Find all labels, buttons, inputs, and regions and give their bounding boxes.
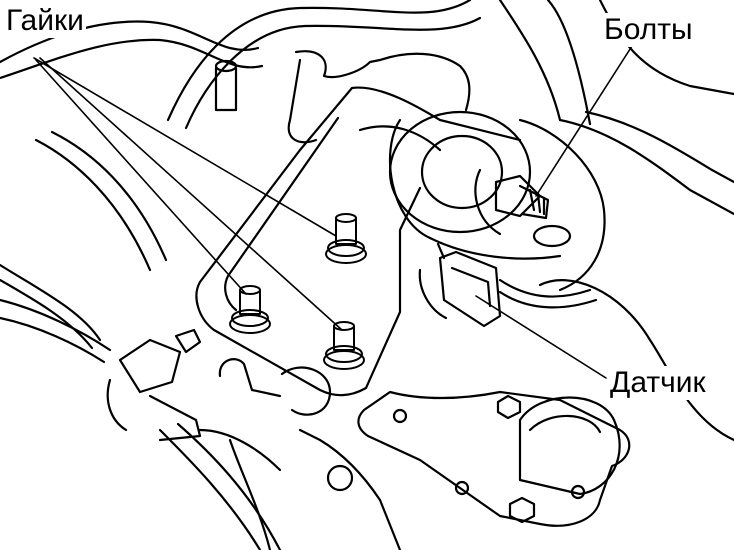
bushing: [388, 110, 606, 292]
cable-clamp: [0, 298, 282, 550]
bolt-assembly: [474, 168, 572, 248]
leader-nuts-top: [33, 57, 337, 237]
lower-casting: [218, 358, 402, 550]
stud-nut-top: [325, 213, 367, 264]
leader-nuts-left: [35, 59, 247, 295]
leader-nuts-bottom: [39, 57, 343, 331]
sensor-connector: [418, 242, 598, 328]
leader-lines: [33, 45, 633, 379]
rubber-mount: [518, 396, 621, 496]
nuts-label: Гайки: [4, 4, 86, 38]
stud-nuts: [229, 213, 367, 370]
leader-bolts: [535, 45, 633, 197]
leader-sensor: [475, 295, 607, 379]
locating-pin: [214, 59, 238, 112]
mount-bracket: [195, 50, 522, 397]
sensor-label: Датчик: [608, 366, 708, 400]
bolts-label: Болты: [602, 13, 695, 47]
stud-nut-left: [229, 285, 271, 334]
stud-nut-bottom: [323, 321, 365, 370]
lower-bracket: [357, 390, 631, 527]
